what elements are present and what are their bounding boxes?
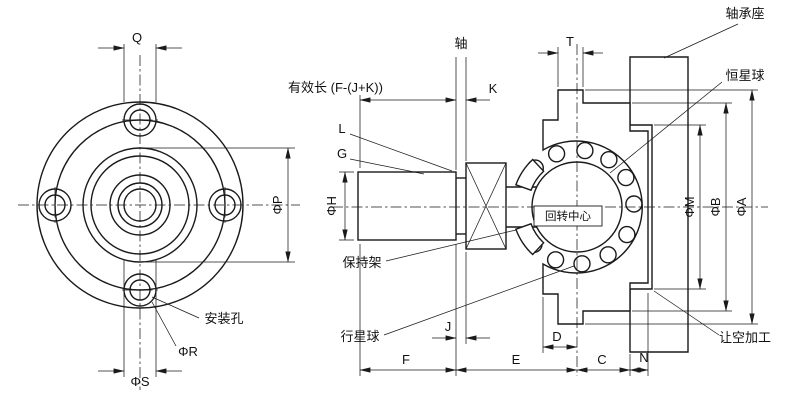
planet-ball bbox=[546, 251, 565, 269]
collar-cross-2 bbox=[465, 162, 507, 250]
planet-ball bbox=[600, 150, 618, 169]
cage-lip-lower bbox=[515, 222, 545, 256]
bearing-housing bbox=[542, 89, 649, 325]
front-view-dimensions: Q ΦS ΦP ΦR 安装孔 bbox=[98, 30, 295, 389]
threaded-shaft bbox=[357, 171, 457, 241]
label-n: N bbox=[639, 350, 648, 365]
rotation-center-box bbox=[533, 205, 603, 227]
planet-ball bbox=[625, 195, 643, 213]
label-phi-m: ΦM bbox=[682, 196, 697, 217]
label-d: D bbox=[552, 329, 561, 344]
label-effective-length: 有效长 (F-(J+K)) bbox=[288, 80, 383, 95]
planet-ball bbox=[547, 145, 566, 163]
section-callouts: 轴 轴承座 恒星球 L G 保持架 行星球 让空加工 回转中心 bbox=[337, 6, 771, 345]
label-star-ball: 恒星球 bbox=[725, 68, 764, 83]
label-j: J bbox=[445, 319, 452, 334]
label-phi-h: ΦH bbox=[324, 196, 339, 216]
label-q: Q bbox=[132, 30, 142, 45]
label-f: F bbox=[402, 352, 410, 367]
cage-lip-upper bbox=[515, 158, 545, 192]
section-dimensions: 有效长 (F-(J+K)) K T ΦH ΦM ΦB bbox=[288, 34, 758, 376]
label-phi-p: ΦP bbox=[270, 195, 285, 214]
label-l: L bbox=[338, 121, 345, 136]
label-cage: 保持架 bbox=[342, 255, 381, 270]
label-e: E bbox=[512, 352, 521, 367]
label-c: C bbox=[597, 352, 606, 367]
label-mounting-hole: 安装孔 bbox=[204, 311, 243, 326]
planet-ball bbox=[573, 255, 591, 273]
label-phi-s: ΦS bbox=[130, 374, 149, 389]
label-clearance: 让空加工 bbox=[719, 330, 771, 345]
label-g: G bbox=[337, 146, 347, 161]
leader-line bbox=[349, 158, 425, 175]
leader-line bbox=[383, 265, 575, 336]
label-planet-ball: 行星球 bbox=[340, 329, 379, 344]
label-rotation-center: 回转中心 bbox=[545, 209, 591, 223]
leader-line bbox=[609, 81, 723, 174]
section-view: 有效长 (F-(J+K)) K T ΦH ΦM ΦB bbox=[288, 6, 771, 376]
label-shaft: 轴 bbox=[454, 36, 467, 51]
label-phi-r: ΦR bbox=[178, 344, 198, 359]
leader-line bbox=[349, 133, 453, 172]
planet-ball bbox=[618, 225, 636, 244]
leader-line bbox=[653, 290, 720, 336]
label-t: T bbox=[566, 34, 574, 49]
front-view: Q ΦS ΦP ΦR 安装孔 bbox=[18, 30, 300, 390]
leader-line bbox=[151, 301, 177, 347]
label-phi-b: ΦB bbox=[708, 197, 723, 216]
front-view-centerlines bbox=[18, 55, 300, 390]
planet-ball bbox=[617, 168, 635, 187]
label-k: K bbox=[489, 81, 498, 96]
planet-ball bbox=[599, 246, 617, 264]
leader-line bbox=[663, 23, 739, 59]
leader-line bbox=[151, 296, 200, 319]
label-phi-a: ΦA bbox=[734, 197, 749, 216]
label-housing: 轴承座 bbox=[725, 6, 764, 21]
leader-line bbox=[385, 229, 517, 262]
planet-ball bbox=[576, 141, 594, 160]
